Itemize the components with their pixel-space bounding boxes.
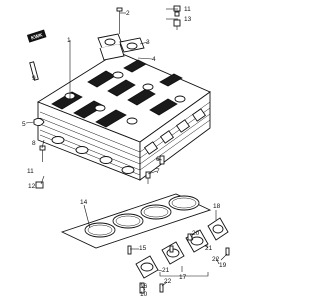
callout-15: 15 [139,245,147,252]
nut-left [35,181,44,189]
callout-14: 14 [80,199,88,206]
callout-22-left: 22 [164,278,172,285]
kwk-badge: KWK [26,29,47,43]
bolt-top [116,7,123,34]
callout-11-left: 11 [27,168,34,175]
callout-labels: 1 2 3 4 5 6 7 8 9 10 11 11 12 13 14 15 1… [22,6,227,298]
rubber-plug [33,117,45,127]
callout-20: 20 [192,230,200,237]
callout-17: 17 [179,274,187,281]
callout-19: 19 [219,262,227,269]
callout-21-right: 21 [205,245,213,252]
callout-17-bracket [159,272,209,277]
callout-3: 3 [146,39,150,46]
callout-21-left: 21 [162,267,170,274]
callout-22-right: 22 [212,256,220,263]
callout-11-top: 11 [184,6,191,13]
badge-text: KWK [30,32,44,42]
callout-7: 7 [156,168,160,175]
callout-4: 4 [152,56,156,63]
diagram-canvas: KWK [22,5,230,298]
bolt-left [39,145,46,162]
nut-top-right [173,5,181,30]
callout-12: 12 [28,183,36,190]
stud-left [29,61,39,81]
callout-18: 18 [213,203,221,210]
callout-8: 8 [32,140,36,147]
cylinder-head [37,51,211,181]
intake-holder-1 [135,255,159,279]
callout-1: 1 [67,37,71,44]
cam-cap-left [97,33,125,61]
clamp-screws [127,233,230,294]
callout-2: 2 [126,10,130,17]
cam-cap-right [119,37,145,53]
intake-holder-2 [161,241,185,265]
callout-9: 9 [32,75,36,82]
callout-6: 6 [156,156,160,163]
intake-holder-4 [207,217,229,241]
exploded-parts-diagram: KWK [22,5,230,298]
callout-16: 16 [140,283,148,290]
callout-5: 5 [22,121,26,128]
leader-lines [25,8,228,291]
callout-10: 10 [140,291,148,298]
head-bolt [145,171,151,184]
head-gasket [60,193,212,249]
callout-13: 13 [184,16,192,23]
